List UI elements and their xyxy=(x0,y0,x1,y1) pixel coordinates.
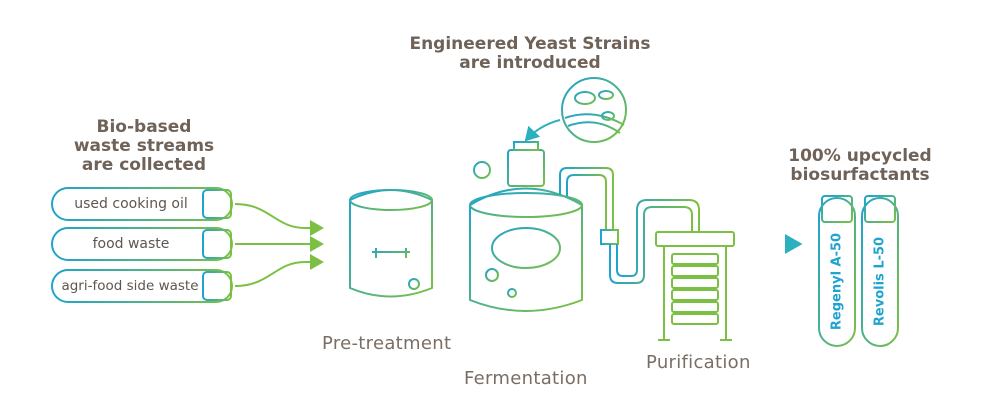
product-tube-1 xyxy=(818,195,856,347)
pipe-pretreat-ferment xyxy=(432,257,470,266)
stage-label-fermentation: Fermentation xyxy=(464,368,588,389)
heading-input-line-3: are collected xyxy=(81,155,207,175)
heading-yeast: Engineered Yeast Strains are introduced xyxy=(395,35,665,73)
heading-input-line-1: Bio-based xyxy=(96,117,192,137)
input-label-1: used cooking oil xyxy=(74,196,188,212)
input-tube-3 xyxy=(51,269,233,303)
stage-label-pretreatment: Pre-treatment xyxy=(322,333,452,354)
input-tube-1 xyxy=(51,187,233,221)
stage-label-purification: Purification xyxy=(646,352,751,373)
heading-yeast-line-1: Engineered Yeast Strains xyxy=(409,34,651,54)
heading-output-line-2: biosurfactants xyxy=(790,165,930,185)
heading-output-line-1: 100% upcycled xyxy=(788,146,932,166)
heading-yeast-line-2: are introduced xyxy=(459,53,601,73)
heading-input-line-2: waste streams xyxy=(73,136,215,156)
purification-unit xyxy=(655,231,735,341)
pretreatment-tank xyxy=(349,175,433,323)
yeast-arrow xyxy=(524,119,561,142)
heading-output: 100% upcycled biosurfactants xyxy=(770,147,950,185)
yeast-cell-icon xyxy=(561,77,627,143)
fermentation-tank xyxy=(469,141,583,339)
input-label-3: agri-food side waste xyxy=(61,278,199,294)
input-label-2: food waste xyxy=(92,236,170,252)
input-arrows xyxy=(234,203,324,287)
pipe-ferment-purify xyxy=(559,167,700,284)
product-tube-2 xyxy=(861,195,899,347)
product-label-2: Revolis L-50 xyxy=(872,236,888,327)
input-tube-2 xyxy=(51,227,233,261)
heading-input: Bio-based waste streams are collected xyxy=(54,118,234,175)
product-label-1: Regenyl A-50 xyxy=(829,232,845,331)
